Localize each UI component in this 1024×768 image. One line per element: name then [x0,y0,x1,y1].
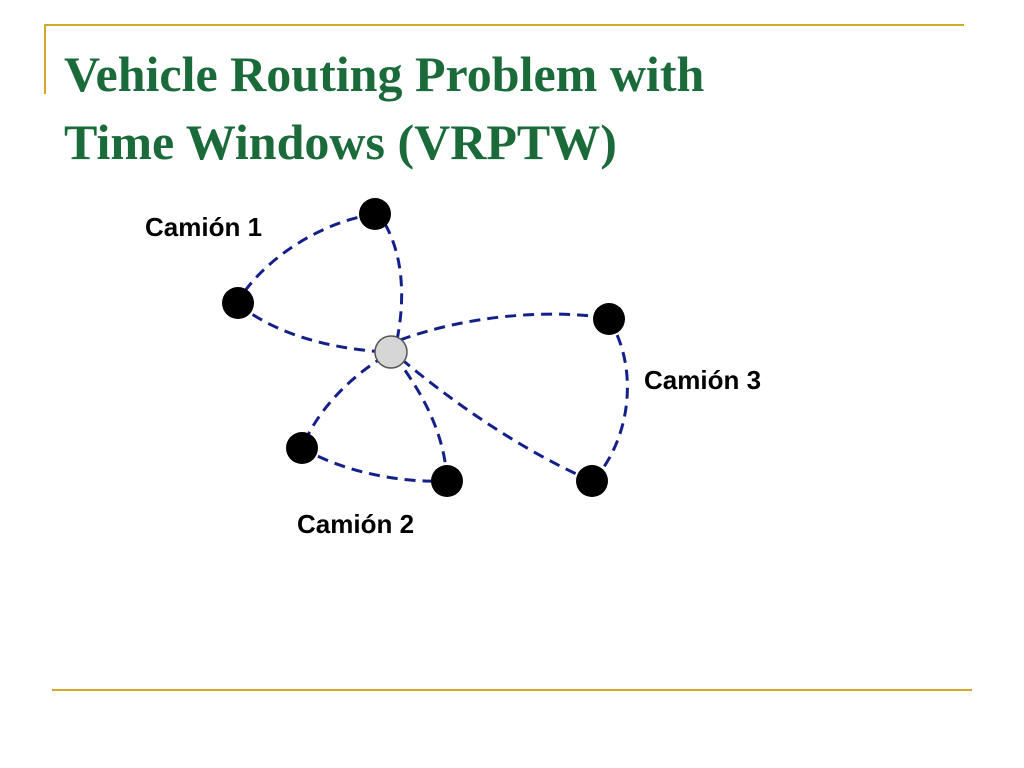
route-3-edge-top-bottom [591,318,629,483]
route-truck-1 [235,212,404,354]
title-line-2: Time Windows (VRPTW) [64,114,617,170]
top-accent-line [44,24,964,26]
route-1-edge-depot-top [376,212,404,341]
truck-label-2: Camión 2 [297,509,414,539]
top-accent-lines [44,24,964,94]
route-truck-2 [300,354,449,483]
customer-node [431,465,463,497]
route-2-edge-depot-left [300,354,386,449]
truck-label-1: Camión 1 [145,212,262,242]
route-3-edge-depot-top [399,312,609,342]
customer-node [359,198,391,230]
route-2-edge-left-bottom [301,446,448,483]
slide-title: Vehicle Routing Problem with Time Window… [64,40,964,176]
customer-node [576,465,608,497]
route-1-edge-left-depot [237,302,386,354]
customer-node [593,303,625,335]
customer-node [286,432,318,464]
bottom-accent-line [52,689,972,691]
route-1-edge-top-left [235,212,376,304]
route-truck-3 [399,312,629,483]
customer-node [222,287,254,319]
title-line-1: Vehicle Routing Problem with [64,46,705,102]
route-2-edge-bottom-depot [394,357,449,481]
truck-label-3: Camión 3 [644,365,761,395]
depot-node [374,335,408,369]
left-accent-line [44,24,46,94]
route-3-edge-bottom-depot [399,356,593,483]
